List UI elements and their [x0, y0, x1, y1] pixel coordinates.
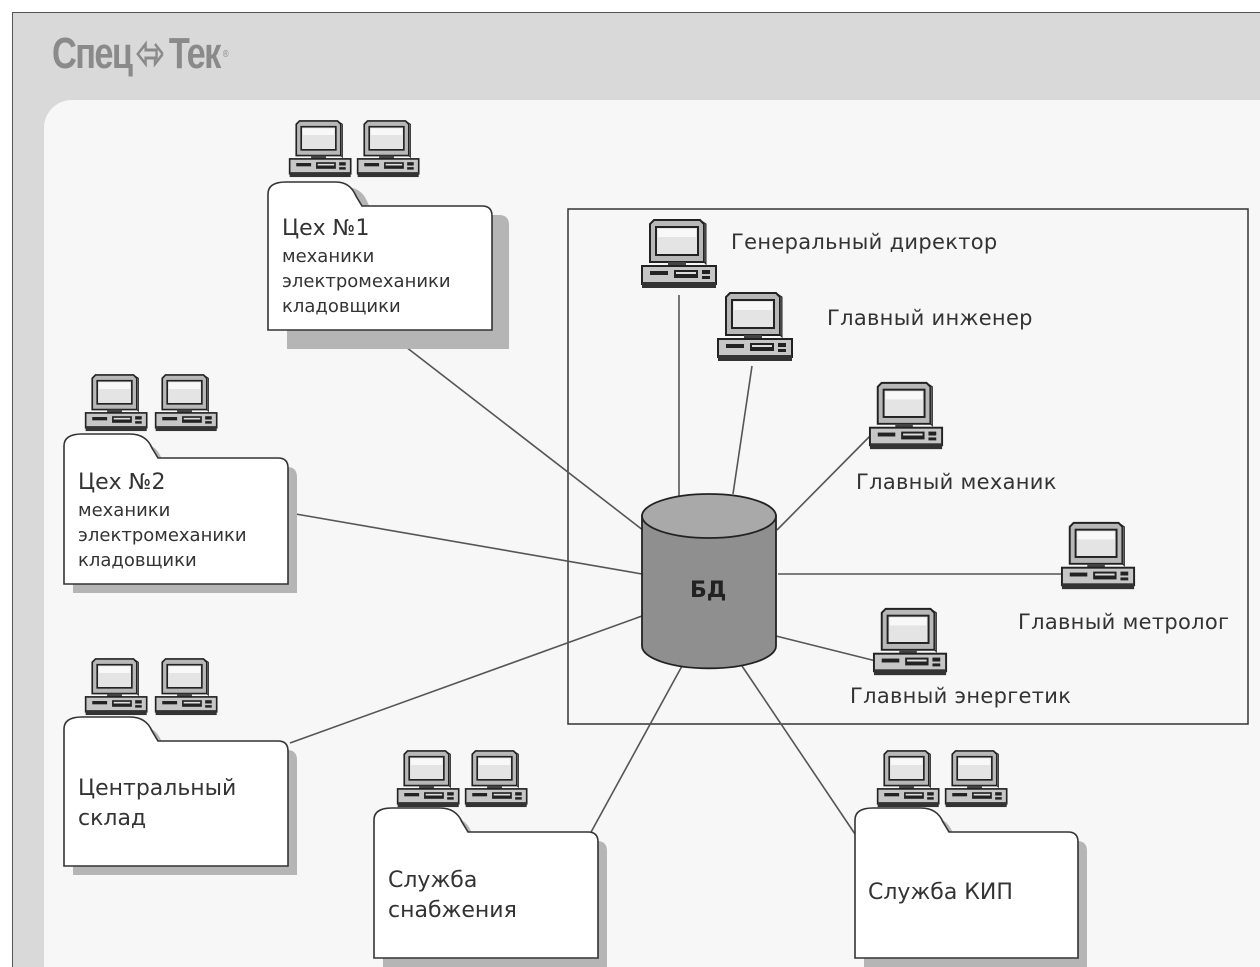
computer-icon [84, 658, 148, 716]
group-ceh1-label: Цех №1 механики электромеханики кладовщи… [282, 214, 451, 319]
link-ceh1 [383, 329, 649, 535]
folder-ceh2 [63, 433, 297, 593]
computer-icon [944, 750, 1008, 808]
computer-icon [640, 218, 718, 290]
link-snab [589, 665, 683, 835]
company-logo: Спец Тек ® [52, 24, 229, 84]
group-central-title: Центральный [78, 776, 237, 801]
group-ceh1-line: механики [282, 246, 375, 267]
group-ceh2-title: Цех №2 [78, 470, 166, 495]
group-ceh2-label: Цех №2 механики электромеханики кладовщи… [78, 468, 247, 573]
group-ceh2-line: механики [78, 500, 171, 521]
database-label: БД [690, 578, 727, 603]
folder-kip [854, 807, 1087, 967]
computer-icon [876, 750, 940, 808]
group-kip-label: Служба КИП [868, 878, 1013, 908]
folder-snab [373, 807, 607, 967]
group-ceh1-title: Цех №1 [282, 216, 370, 241]
computer-icon [288, 120, 352, 178]
role-chief-engineer: Главный инженер [827, 306, 1033, 330]
group-central-line: склад [78, 806, 147, 831]
logo-arrows-icon [136, 40, 164, 68]
management-zone [567, 208, 1249, 725]
group-snab-label: Служба снабжения [388, 866, 517, 926]
link-ceh2 [289, 512, 643, 575]
link-central [289, 615, 643, 744]
group-ceh2-line: кладовщики [78, 550, 197, 571]
computer-icon [1060, 521, 1136, 591]
computer-icon [154, 374, 218, 432]
group-ceh1-line: электромеханики [282, 271, 451, 292]
computer-icon [464, 750, 528, 808]
role-chief-metrologist: Главный метролог [1018, 610, 1230, 634]
connection-lines [289, 295, 1066, 835]
group-ceh2-line: электромеханики [78, 525, 247, 546]
computer-icon [154, 658, 218, 716]
computer-icon [872, 607, 948, 677]
link-glmeh [776, 433, 873, 531]
computer-icon [868, 381, 944, 451]
folder-central [63, 716, 297, 875]
logo-text-right: Тек [168, 29, 221, 78]
role-general-director: Генеральный директор [731, 230, 998, 254]
database-cylinder [641, 493, 777, 670]
group-snab-line: снабжения [388, 898, 517, 923]
role-chief-mechanic: Главный механик [856, 470, 1057, 494]
computer-icon [84, 374, 148, 432]
computer-icon [356, 120, 420, 178]
logo-text-left: Спец [52, 29, 133, 78]
group-ceh1-line: кладовщики [282, 296, 401, 317]
group-snab-title: Служба [388, 868, 478, 893]
group-kip-title: Служба КИП [868, 880, 1013, 905]
folder-ceh1 [267, 181, 509, 349]
computer-icon [396, 750, 460, 808]
group-central-label: Центральный склад [78, 774, 236, 834]
link-kip [741, 665, 856, 835]
link-glenerg [775, 635, 877, 662]
role-chief-power-engineer: Главный энергетик [850, 684, 1072, 708]
group-folders [63, 181, 1087, 967]
logo-registered-mark: ® [222, 48, 229, 60]
computer-icon [716, 291, 794, 363]
link-glinzh [732, 365, 753, 495]
